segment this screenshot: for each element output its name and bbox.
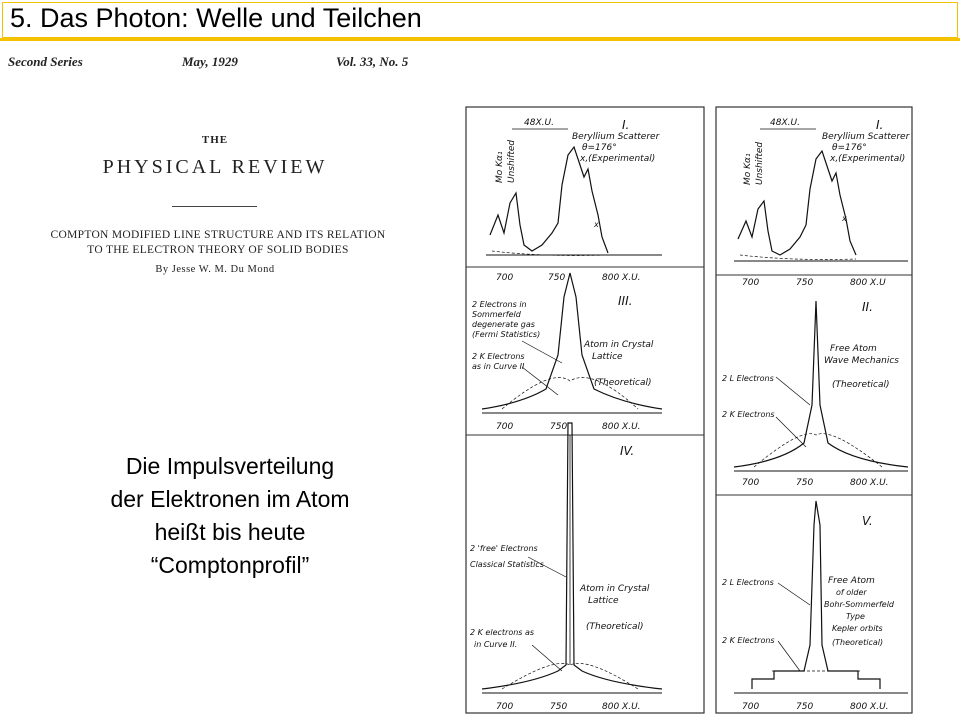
l-note: 2 L Electrons — [722, 374, 774, 383]
tick-label: 750 — [796, 702, 813, 712]
k-note: 2 K electrons as — [470, 628, 534, 637]
line-label: Mo Kα₁ — [743, 153, 753, 185]
xk-label: x — [841, 214, 847, 223]
curve-label: Free Atom — [830, 344, 877, 354]
article-title-line: COMPTON MODIFIED LINE STRUCTURE AND ITS … — [50, 229, 386, 241]
journal-name: PHYSICAL REVIEW — [102, 156, 328, 178]
tick-label: 800 X.U. — [602, 702, 641, 712]
k-note: in Curve II. — [474, 640, 517, 649]
xk-label: x — [593, 220, 599, 229]
journal-divider — [172, 206, 257, 207]
scatterer-label: Beryllium Scatterer — [822, 132, 911, 142]
panel-note: degenerate gas — [472, 320, 535, 329]
header-rule — [0, 38, 960, 41]
scatterer-experimental: x,(Experimental) — [579, 154, 655, 164]
panel-note: (Fermi Statistics) — [472, 330, 540, 339]
tick-label: 750 — [548, 273, 565, 283]
curve-label: Bohr-Sommerfeld — [824, 600, 895, 609]
span-label: 48X.U. — [770, 118, 800, 128]
slide-title: 5. Das Photon: Welle und Teilchen — [10, 3, 422, 33]
compton-profile-figure-right: I. 48X.U. Mo Kα₁ Unshifted Beryllium Sca… — [712, 105, 960, 715]
curve-label: Wave Mechanics — [824, 356, 899, 366]
compton-profile-figure-left: I. 48X.U. Mo Kα₁ Unshifted Beryllium Sca… — [462, 105, 710, 715]
figure-right-drawing: I. 48X.U. Mo Kα₁ Unshifted Beryllium Sca… — [715, 106, 913, 714]
journal-volume: Vol. 33, No. 5 — [336, 54, 409, 69]
figure-left-drawing: I. 48X.U. Mo Kα₁ Unshifted Beryllium Sca… — [465, 106, 705, 714]
scatterer-angle: θ=176° — [832, 143, 867, 153]
curve-label: (Theoretical) — [594, 378, 652, 388]
span-label: 48X.U. — [524, 118, 554, 128]
line-label: Mo Kα₁ — [495, 151, 505, 183]
tick-label: 700 — [742, 478, 759, 488]
tick-label: 800 X.U. — [602, 273, 641, 283]
caption-line: “Comptonprofil” — [150, 552, 310, 578]
tick-label: 700 — [496, 702, 513, 712]
journal-title-page: Second Series May, 1929 Vol. 33, No. 5 T… — [0, 46, 440, 306]
tick-label: 800 X.U. — [602, 422, 641, 432]
article-title: COMPTON MODIFIED LINE STRUCTURE AND ITS … — [8, 228, 428, 258]
tick-label: 800 X.U — [850, 278, 886, 288]
tick-label: 800 X.U. — [850, 702, 889, 712]
panel-numeral: V. — [862, 514, 873, 528]
slide-header: 5. Das Photon: Welle und Teilchen — [0, 0, 960, 42]
curve-label: Atom in Crystal — [579, 584, 650, 594]
caption-line: heißt bis heute — [154, 519, 306, 545]
tick-label: 750 — [796, 478, 813, 488]
k-note: as in Curve II — [472, 362, 525, 371]
slide-caption: Die Impulsverteilung der Elektronen im A… — [40, 450, 420, 582]
curve-label: (Theoretical) — [586, 622, 644, 632]
k-note: 2 K Electrons — [722, 636, 775, 645]
journal-series: Second Series — [8, 54, 83, 69]
tick-label: 750 — [550, 702, 567, 712]
header-frame — [2, 2, 958, 38]
caption-line: Die Impulsverteilung — [125, 453, 335, 479]
panel-numeral: II. — [862, 300, 873, 314]
curve-label: Lattice — [588, 596, 619, 606]
k-note: 2 K Electrons — [722, 410, 775, 419]
tick-label: 750 — [796, 278, 813, 288]
journal-the: THE — [201, 134, 229, 146]
curve-label: (Theoretical) — [832, 380, 890, 390]
curve-label: Free Atom — [828, 576, 875, 586]
tick-label: 700 — [742, 278, 759, 288]
panel-note: 2 'free' Electrons — [470, 544, 538, 553]
journal-date: May, 1929 — [182, 54, 238, 69]
line-label: Unshifted — [755, 142, 765, 185]
panel-note: Sommerfeld — [472, 310, 522, 319]
scatterer-label: Beryllium Scatterer — [572, 132, 661, 142]
panel-numeral: I. — [622, 118, 629, 132]
tick-label: 750 — [550, 422, 567, 432]
panel-note: 2 Electrons in — [472, 300, 527, 309]
l-note: 2 L Electrons — [722, 578, 774, 587]
article-title-line: TO THE ELECTRON THEORY OF SOLID BODIES — [87, 244, 349, 256]
tick-label: 800 X.U. — [850, 478, 889, 488]
tick-label: 700 — [742, 702, 759, 712]
curve-label: Kepler orbits — [832, 624, 883, 633]
line-label: Unshifted — [507, 140, 517, 183]
tick-label: 700 — [496, 422, 513, 432]
k-note: 2 K Electrons — [472, 352, 525, 361]
article-author: By Jesse W. M. Du Mond — [155, 264, 275, 275]
curve-label: Lattice — [592, 352, 623, 362]
panel-numeral: III. — [618, 294, 632, 308]
curve-label: Type — [846, 612, 865, 621]
caption-line: der Elektronen im Atom — [110, 486, 350, 512]
curve-label: of older — [836, 588, 867, 597]
panel-numeral: IV. — [620, 444, 634, 458]
panel-numeral: I. — [876, 118, 883, 132]
scatterer-angle: θ=176° — [582, 143, 617, 153]
curve-label: Atom in Crystal — [583, 340, 654, 350]
scatterer-experimental: x,(Experimental) — [829, 154, 905, 164]
curve-label: (Theoretical) — [832, 638, 883, 647]
tick-label: 700 — [496, 273, 513, 283]
panel-note: Classical Statistics — [470, 560, 544, 569]
